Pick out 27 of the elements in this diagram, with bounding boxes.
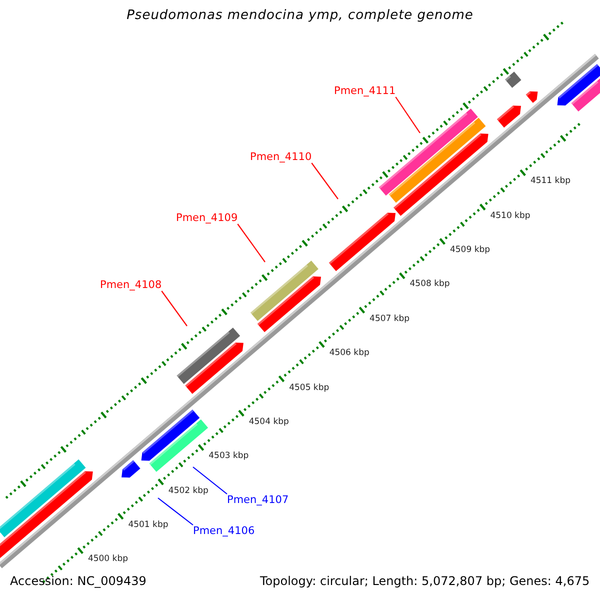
scale-label: 4503 kbp <box>208 451 249 462</box>
scale-label: 4505 kbp <box>289 382 330 393</box>
scale-label: 4506 kbp <box>329 348 370 358</box>
gene-label: Pmen_4108 <box>100 279 162 291</box>
scale-label: 4507 kbp <box>370 314 410 324</box>
scale-label: 4502 kbp <box>168 486 208 496</box>
gene-label: Pmen_4107 <box>227 494 289 506</box>
leader-line <box>395 96 420 134</box>
accession-text: Accession: NC_009439 <box>10 574 146 588</box>
scale-label: 4509 kbp <box>450 245 490 256</box>
genome-stats-text: Topology: circular; Length: 5,072,807 bp; Genes: 4,675 <box>260 574 590 588</box>
scale-label: 4510 kbp <box>490 210 530 221</box>
leader-line <box>237 224 266 262</box>
scale-label: 4508 kbp <box>410 279 450 290</box>
leader-line <box>311 162 338 200</box>
leader-line <box>161 290 188 326</box>
gene-label: Pmen_4109 <box>176 212 238 224</box>
gene-label: Pmen_4110 <box>250 151 312 163</box>
scale-label: 4504 kbp <box>248 416 289 427</box>
scale-label: 4511 kbp <box>530 176 570 186</box>
leader-line <box>158 498 194 526</box>
leader-line <box>192 466 228 494</box>
gene-label: Pmen_4111 <box>334 85 396 97</box>
gene-label: Pmen_4106 <box>193 525 255 537</box>
scale-label: 4501 kbp <box>128 520 168 530</box>
scale-label: 4500 kbp <box>88 554 128 564</box>
title: Pseudomonas mendocina ymp, complete genome <box>126 8 474 23</box>
